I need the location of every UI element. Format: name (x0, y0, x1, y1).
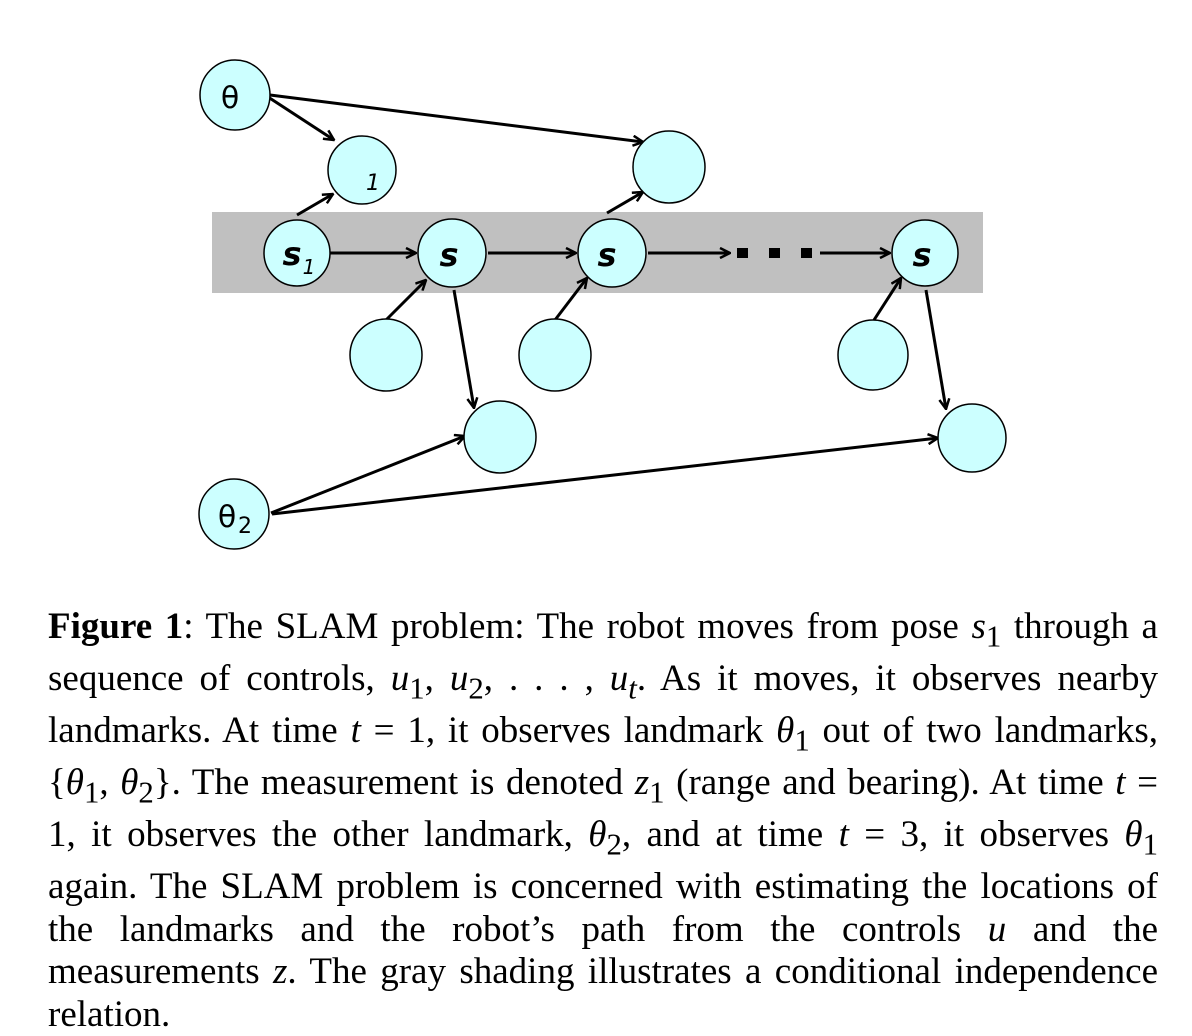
edge-ut-st (872, 278, 901, 321)
node-st: s (891, 219, 959, 287)
edge-u3-s3 (553, 278, 587, 321)
edge-st-zt (924, 289, 946, 409)
ellipsis (737, 248, 812, 258)
svg-text:s: s (282, 235, 301, 273)
svg-text:s: s (597, 236, 616, 274)
node-u3 (518, 318, 592, 392)
node-s3: s (577, 218, 647, 288)
edge-theta2-zt (271, 438, 938, 516)
svg-text:s: s (912, 236, 931, 274)
edge-s2-z2 (452, 289, 474, 408)
edge-u2-s2 (384, 280, 426, 322)
svg-text:θ: θ (221, 81, 239, 116)
svg-text:s: s (439, 236, 458, 274)
svg-text:2: 2 (238, 514, 252, 539)
node-z3 (632, 130, 706, 204)
node-theta2: θ 2 (198, 478, 270, 550)
edge-s1-z1 (296, 194, 333, 217)
node-z2 (463, 400, 537, 474)
svg-text:1: 1 (366, 171, 380, 196)
figure-label: Figure 1 (48, 606, 184, 647)
figure-caption: Figure 1: The SLAM problem: The robot mo… (48, 606, 1159, 1035)
svg-text:1: 1 (303, 255, 316, 279)
edge-theta1-z1 (264, 93, 334, 140)
node-s1: s 1 (263, 219, 331, 287)
svg-text:θ: θ (218, 500, 236, 535)
slam-graphical-model: θ 1 s 1 s s s θ 2 (198, 59, 1007, 550)
node-s2: s (417, 218, 487, 288)
edge-s3-z3 (606, 192, 643, 215)
node-ut (837, 319, 909, 391)
node-u2 (349, 318, 423, 392)
node-z1: 1 (327, 135, 397, 205)
node-zt (937, 403, 1007, 473)
edge-theta1-z3 (269, 93, 643, 142)
edge-theta2-z2 (270, 436, 465, 515)
node-theta1: θ (199, 59, 271, 131)
